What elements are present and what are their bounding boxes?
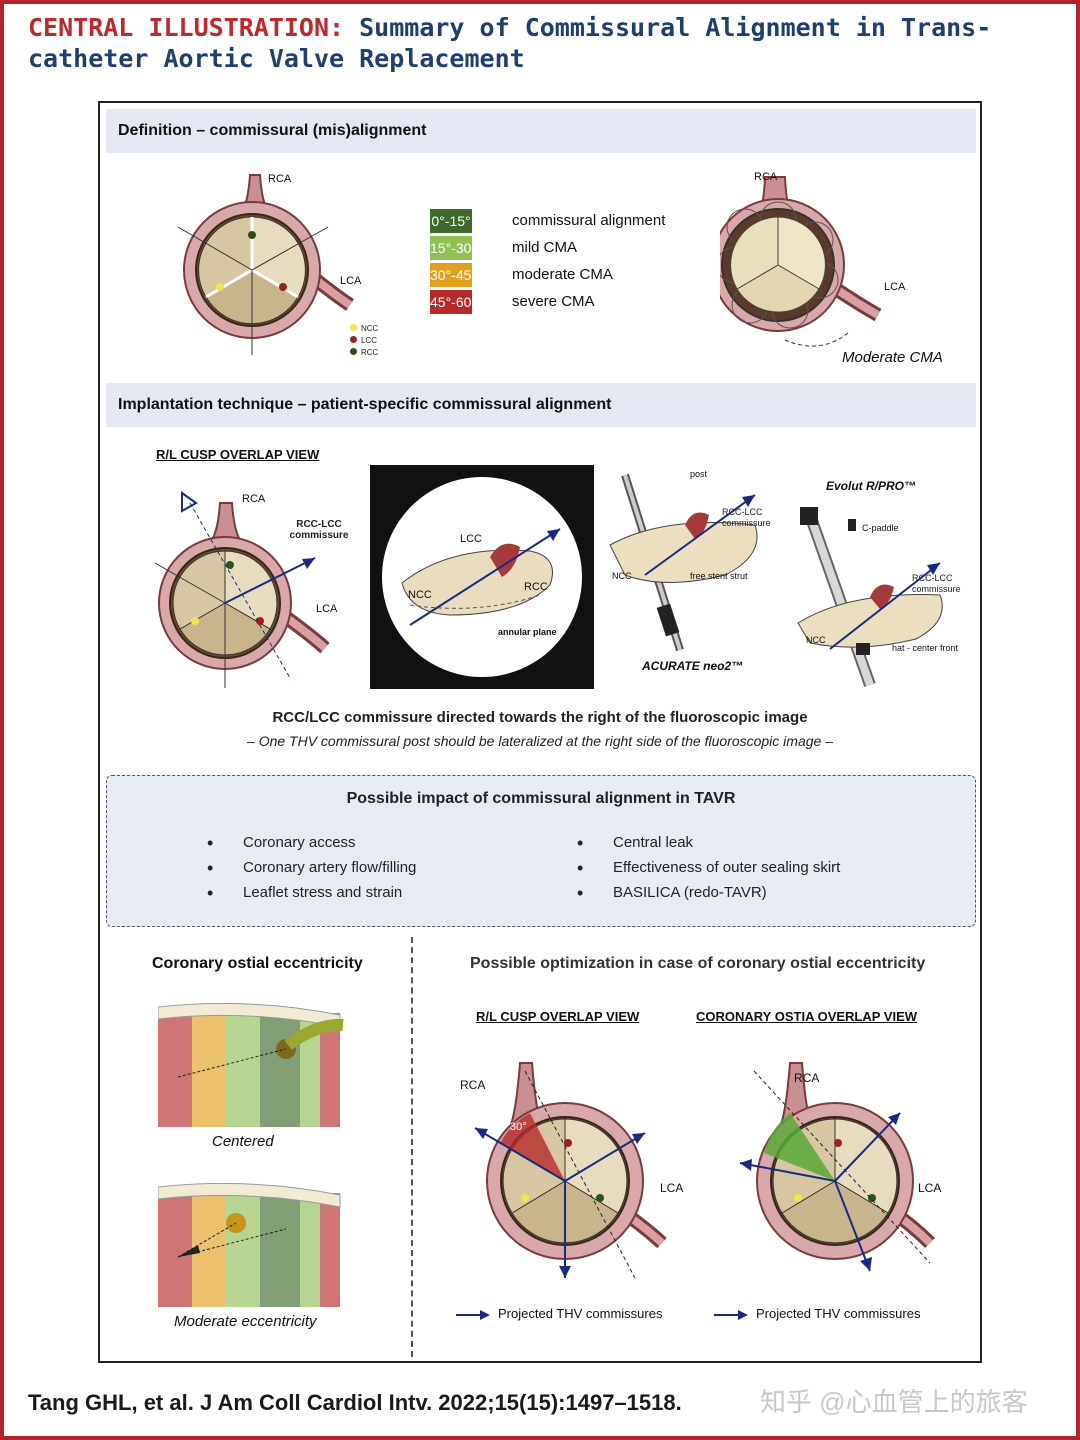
cusp-legend-rcc: RCC (350, 347, 378, 359)
legend-range-box: 45°-60° (430, 290, 477, 314)
left-rca-label: RCA (268, 173, 292, 185)
centered-ostium-diagram (158, 1003, 344, 1127)
opt2-angle-label: 30° (758, 1127, 775, 1139)
title-rest: Summary of Commissural Alignment in Tran… (28, 13, 992, 73)
evolut-name: Evolut R/PRO™ (826, 479, 917, 493)
opt1-rca-label: RCA (460, 1078, 486, 1092)
eccentricity-title: Coronary ostial eccentricity (152, 955, 363, 972)
right-lca-label: LCA (884, 281, 906, 293)
evolut-paddle-label: C-paddle (862, 523, 899, 533)
legend-range-label: mild CMA (512, 239, 578, 256)
opt2-rca-label: RCA (794, 1071, 820, 1085)
optimization-view2-title: CORONARY OSTIA OVERLAP VIEW (696, 1009, 918, 1024)
right-rca-label: RCA (754, 171, 778, 183)
title-lead: CENTRAL ILLUSTRATION: (28, 13, 345, 42)
fluoro-rcc-label: RCC (524, 581, 548, 593)
orientation-note: RCC/LCC commissure directed towards the … (272, 709, 808, 726)
impact-item: BASILICA (redo-TAVR) (577, 883, 767, 904)
impact-item: Coronary artery flow/filling (207, 858, 416, 879)
legend-range-label: commissural alignment (512, 212, 666, 229)
eccentric-caption: Moderate eccentricity (174, 1313, 317, 1330)
cusp-overlap-valve-diagram (154, 491, 330, 688)
implanted-valve-diagram (720, 176, 882, 347)
acurate-ncc-label: NCC (612, 571, 632, 581)
projected-arrow-icon (714, 1310, 748, 1320)
legend-range-box: 0°-15° (430, 209, 472, 233)
coronary-ostia-overlap-diagram (739, 1062, 935, 1272)
cusp-view-commissure-label: RCC-LCC commissure (289, 519, 349, 541)
page-title: CENTRAL ILLUSTRATION: Summary of Commiss… (28, 12, 1058, 74)
rl-cusp-overlap-diagram (474, 1062, 667, 1279)
acurate-post-label: post (690, 469, 708, 479)
rl-cusp-overlap-view-title: R/L CUSP OVERLAP VIEW (156, 447, 320, 462)
watermark: 知乎 @心血管上的旅客 (760, 1387, 1028, 1417)
acurate-name: ACURATE neo2™ (642, 659, 744, 673)
cusp-view-lca-label: LCA (316, 603, 338, 615)
fluoro-ncc-label: NCC (408, 589, 432, 601)
illustration-panel: Definition – commissural (mis)alignment … (98, 101, 982, 1363)
cusp-view-rca-label: RCA (242, 493, 266, 505)
orientation-subnote: – One THV commissural post should be lat… (247, 733, 833, 749)
section-implantation-header: Implantation technique – patient-specifi… (106, 383, 976, 427)
opt1-angle-label: 30° (510, 1121, 527, 1133)
optimization-title: Possible optimization in case of coronar… (470, 955, 926, 972)
centered-caption: Centered (212, 1133, 274, 1150)
moderate-cma-caption: Moderate CMA (842, 349, 943, 366)
impact-item: Central leak (577, 833, 693, 854)
acurate-valve-diagram (609, 473, 758, 652)
legend-range-box: 30°-45° (430, 263, 477, 287)
section-divider (411, 937, 413, 1357)
impact-item: Coronary access (207, 833, 355, 854)
evolut-valve-diagram (797, 507, 943, 687)
optimization-view1-title: R/L CUSP OVERLAP VIEW (476, 1009, 640, 1024)
impact-item: Leaflet stress and strain (207, 883, 402, 904)
left-lca-label: LCA (340, 275, 362, 287)
legend-range-label: severe CMA (512, 293, 595, 310)
acurate-commissure-label: RCC-LCC commissure (722, 507, 771, 528)
acurate-strut-label: free stent strut (690, 571, 748, 581)
opt1-lca-label: LCA (660, 1181, 684, 1195)
cusp-legend: NCC LCC RCC (350, 323, 378, 359)
section-definition-header: Definition – commissural (mis)alignment (106, 109, 976, 153)
aortic-valve-diagram (177, 174, 354, 355)
impact-item: Effectiveness of outer sealing skirt (577, 858, 840, 879)
projected-arrow-icon (456, 1310, 490, 1320)
impact-title: Possible impact of commissural alignment… (346, 790, 736, 807)
evolut-commissure-label: RCC-LCC commissure (912, 573, 961, 594)
evolut-ncc-label: NCC (806, 635, 826, 645)
opt2-lca-label: LCA (918, 1181, 942, 1195)
fluoro-annular-plane-label: annular plane (498, 627, 557, 637)
cusp-legend-ncc: NCC (350, 323, 378, 335)
citation: Tang GHL, et al. J Am Coll Cardiol Intv.… (28, 1390, 682, 1415)
cusp-legend-lcc: LCC (350, 335, 378, 347)
projected-legend-label: Projected THV commissures (756, 1306, 921, 1321)
legend-range-label: moderate CMA (512, 266, 613, 283)
legend-range-box: 15°-30° (430, 236, 477, 260)
impact-box: Possible impact of commissural alignment… (106, 775, 976, 927)
eccentric-ostium-diagram (158, 1183, 341, 1307)
fluoro-lcc-label: LCC (460, 533, 483, 545)
fluoroscopic-image: LCC NCC RCC annular plane (370, 465, 594, 689)
evolut-hat-label: hat - center front (892, 643, 959, 653)
projected-legend-label: Projected THV commissures (498, 1306, 663, 1321)
